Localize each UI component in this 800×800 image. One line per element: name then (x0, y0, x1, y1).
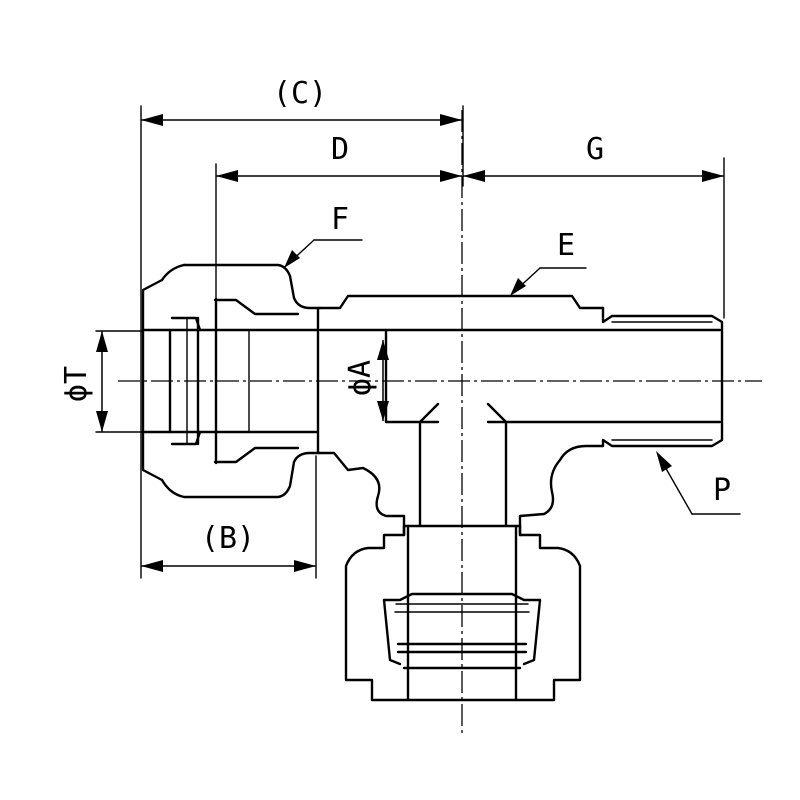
label-phi-a: ϕA (343, 360, 378, 396)
label-g: G (586, 132, 604, 167)
bottom-ferrule (382, 592, 542, 670)
left-nut (141, 263, 322, 499)
extension-lines (95, 105, 725, 579)
dimension-phi-a: ϕA (343, 340, 389, 421)
leader-p: P (656, 451, 741, 515)
label-f: F (331, 202, 349, 237)
label-p: P (713, 473, 731, 508)
leader-e: E (510, 228, 587, 296)
male-thread-end (601, 306, 724, 448)
label-d: D (331, 132, 349, 167)
tee-body (318, 294, 722, 537)
label-e: E (557, 228, 575, 263)
dimension-b: (B) (141, 521, 316, 572)
dimension-phi-t: ϕT (59, 331, 108, 432)
dimension-g: G (463, 132, 724, 182)
left-ferrule (168, 298, 300, 464)
label-b: (B) (201, 521, 255, 556)
label-phi-t: ϕT (59, 366, 94, 402)
label-c: (C) (273, 76, 327, 111)
centerlines (118, 110, 762, 735)
leader-f: F (284, 202, 363, 268)
bottom-nut (344, 524, 582, 702)
dimension-c: (C) (141, 76, 462, 126)
dimension-d: D (216, 132, 462, 182)
